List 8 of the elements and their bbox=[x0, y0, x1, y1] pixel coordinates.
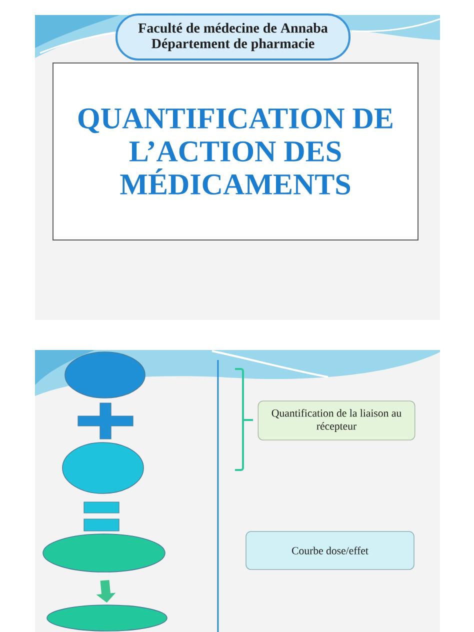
oval-shape bbox=[42, 534, 166, 572]
oval-shape bbox=[62, 442, 144, 494]
oval-shape bbox=[46, 604, 168, 632]
header-banner: Faculté de médecine de Annaba Département de pharmacie bbox=[116, 14, 350, 60]
oval-shape bbox=[64, 352, 146, 398]
text-box: Courbe dose/effet bbox=[246, 531, 414, 570]
title-box: QUANTIFICATION DE L’ACTION DES MÉDICAMENTS bbox=[52, 62, 418, 240]
text-box: Quantification de la liaison au récepteur bbox=[258, 400, 416, 440]
